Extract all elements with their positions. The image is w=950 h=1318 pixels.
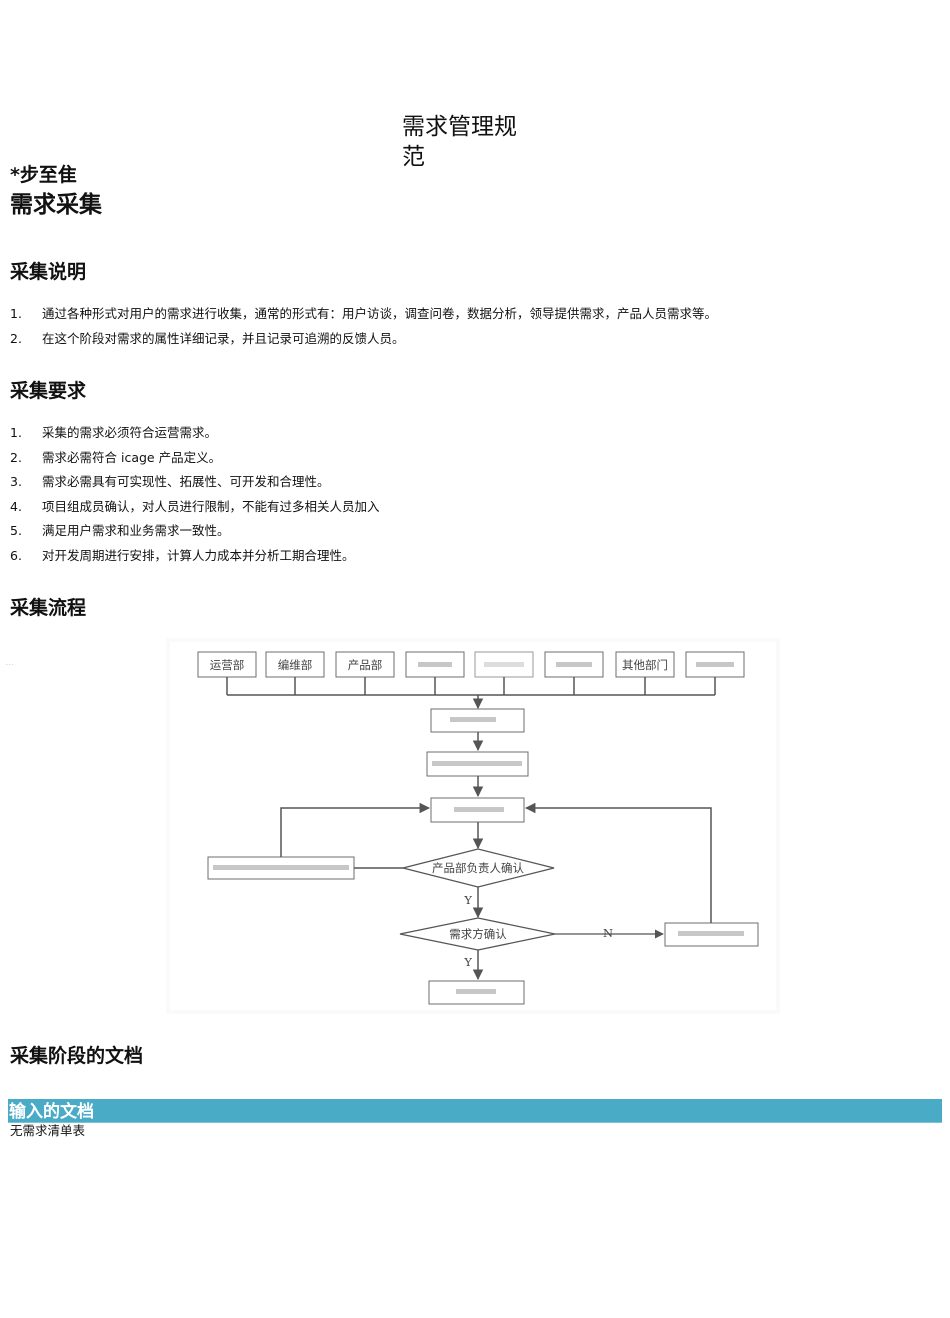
source-box-1: 运营部 — [197, 651, 257, 678]
list-item: 1.通过各种形式对用户的需求进行收集，通常的形式有：用户访谈，调查问卷，数据分析… — [10, 306, 718, 321]
collect-box — [430, 708, 525, 733]
svg-text:需求方确认: 需求方确认 — [449, 927, 507, 941]
source-box-6 — [544, 651, 604, 678]
list-item: 2.在这个阶段对需求的属性详细记录，并且记录可追溯的反馈人员。 — [10, 330, 405, 346]
svg-text:其他部门: 其他部门 — [622, 658, 668, 672]
source-connectors — [226, 677, 716, 710]
section-heading-documents: 采集阶段的文档 — [10, 1045, 144, 1067]
modify-loop — [524, 802, 712, 923]
decision-demand-confirm: 需求方确认 — [399, 917, 556, 951]
main-heading: 需求采集 — [10, 192, 102, 218]
input-documents-bar: 输入的文档 — [8, 1099, 942, 1123]
svg-text:产品部负责人确认: 产品部负责人确认 — [432, 861, 524, 875]
source-box-7: 其他部门 — [615, 651, 675, 678]
label-yes-1: Y — [463, 893, 472, 907]
source-box-5 — [474, 651, 534, 678]
list-item: 1.采集的需求必须符合运营需求。 — [10, 425, 218, 440]
process-flowchart: 运营部 编维部 产品部 其他部门 — [166, 638, 780, 1014]
record-box — [426, 751, 529, 777]
requirements-list: 1.采集的需求必须符合运营需求。 2.需求必需符合 icage 产品定义。 3.… — [10, 421, 380, 568]
source-box-3: 产品部 — [335, 651, 395, 678]
description-list: 1.通过各种形式对用户的需求进行收集，通常的形式有：用户访谈，调查问卷，数据分析… — [10, 302, 717, 351]
final-box — [428, 980, 525, 1005]
pool-box — [430, 797, 525, 823]
source-box-2: 编维部 — [265, 651, 325, 678]
reject-box — [207, 856, 355, 880]
source-box-8 — [685, 651, 745, 678]
svg-text:产品部: 产品部 — [348, 658, 383, 672]
document-title: 需求管理规范 — [402, 114, 517, 170]
label-yes-2: Y — [463, 955, 472, 969]
label-no: N — [603, 926, 613, 940]
document-subtitle: *步至隹 — [10, 164, 77, 186]
input-documents-text: 无需求清单表 — [10, 1123, 86, 1138]
source-box-4 — [405, 651, 465, 678]
section-heading-process: 采集流程 — [10, 597, 87, 619]
reject-loop — [280, 802, 431, 869]
section-bar-divider — [8, 1122, 942, 1123]
modify-box — [664, 922, 759, 947]
section-heading-description: 采集说明 — [10, 261, 87, 283]
side-mark: ··· — [6, 662, 15, 669]
svg-text:编维部: 编维部 — [278, 658, 313, 672]
list-item: 3.需求必需具有可实现性、拓展性、可开发和合理性。 — [10, 474, 330, 489]
list-item: 5.满足用户需求和业务需求一致性。 — [10, 523, 230, 538]
decision-product-confirm: 产品部负责人确认 — [402, 848, 555, 888]
list-item: 4.项目组成员确认，对人员进行限制，不能有过多相关人员加入 — [10, 498, 380, 514]
svg-text:运营部: 运营部 — [210, 658, 245, 672]
list-item: 2.需求必需符合 icage 产品定义。 — [10, 449, 222, 465]
section-heading-requirements: 采集要求 — [10, 380, 87, 402]
list-item: 6.对开发周期进行安排，计算人力成本并分析工期合理性。 — [10, 547, 355, 563]
